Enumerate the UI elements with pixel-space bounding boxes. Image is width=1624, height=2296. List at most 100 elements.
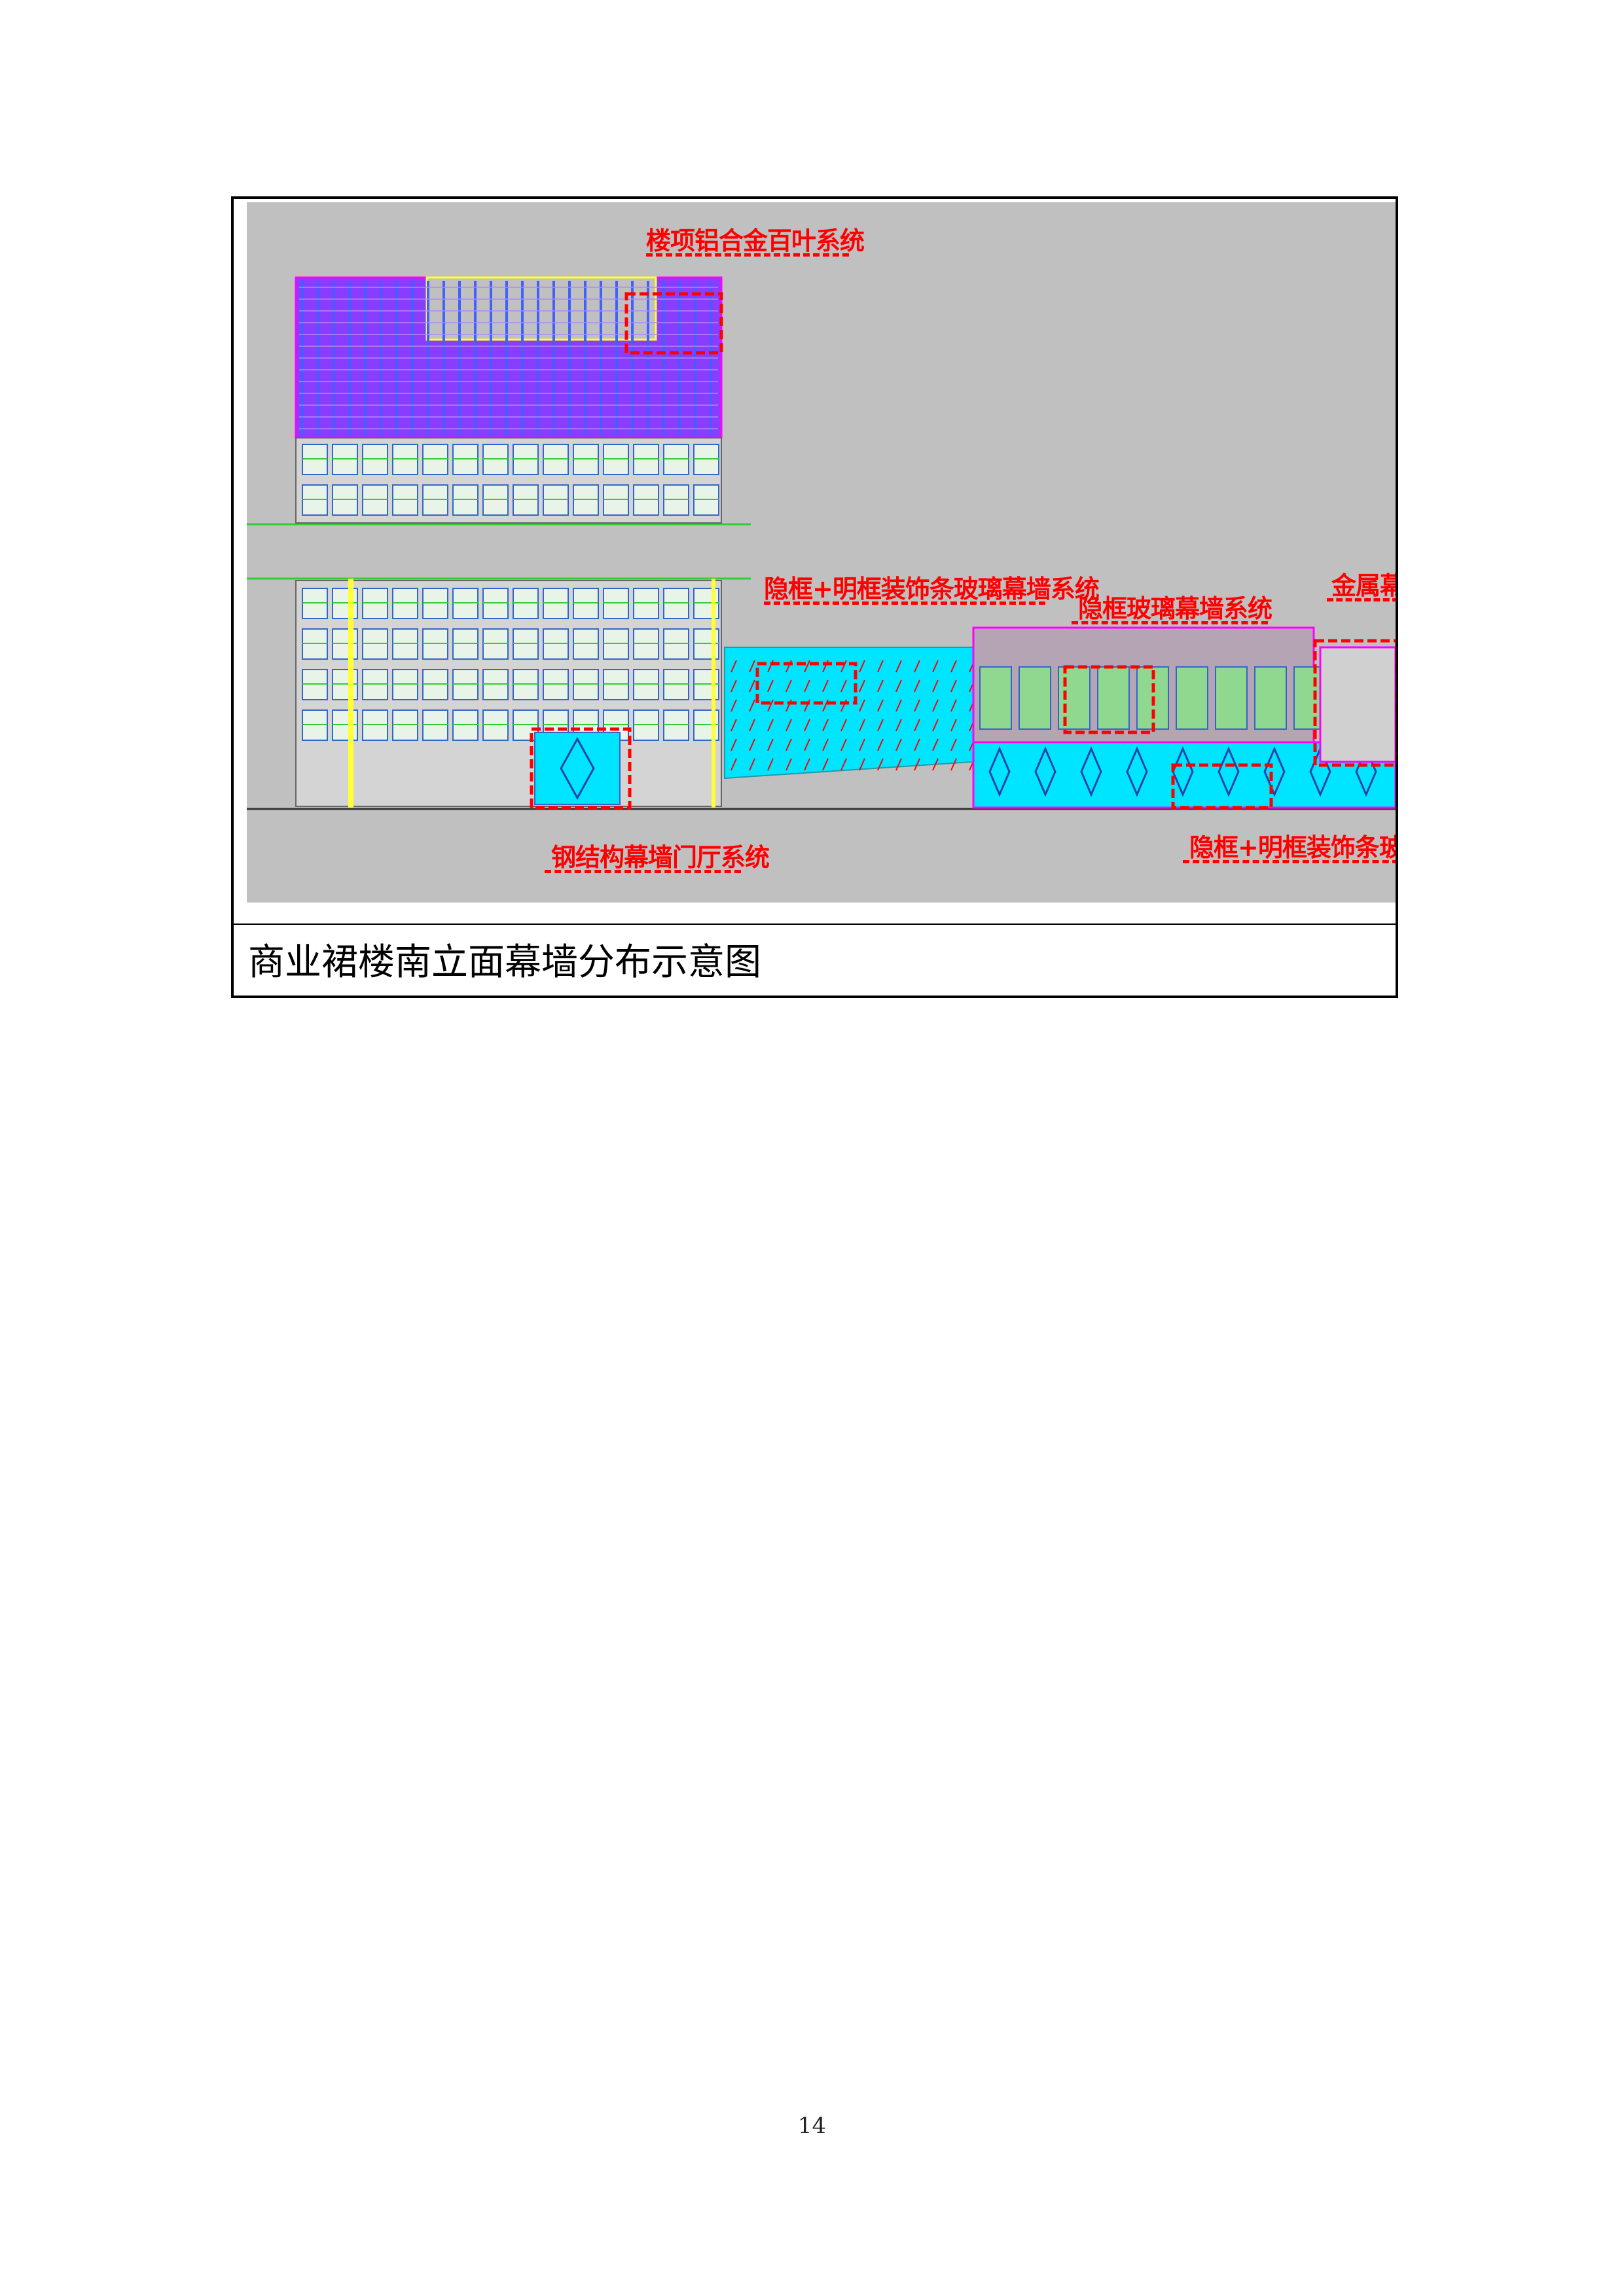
callout-steel-lobby: 钢结构幕墙门厅系统 xyxy=(551,843,770,872)
figure-table: 楼项铝合金百叶系统 隐框+明框装饰条玻璃幕墙系统 隐框玻璃幕墙系统 金属幕 钢结… xyxy=(231,196,1398,998)
glass-hatch xyxy=(731,758,737,771)
glass-hatch xyxy=(731,660,737,673)
glass-hatch xyxy=(767,738,774,751)
callout-roof-louver: 楼项铝合金百叶系统 xyxy=(646,226,865,255)
glass-hatch xyxy=(822,738,829,751)
glass-hatch xyxy=(731,679,737,692)
figure-cell: 楼项铝合金百叶系统 隐框+明框装饰条玻璃幕墙系统 隐框玻璃幕墙系统 金属幕 钢结… xyxy=(234,199,1396,925)
glass-hatch xyxy=(840,738,847,751)
glass-hatch xyxy=(840,758,847,771)
glass-hatch xyxy=(785,679,792,692)
glass-hatch xyxy=(895,719,902,732)
glass-hatch xyxy=(950,679,957,692)
glass-hatch xyxy=(895,738,902,751)
glass-hatch xyxy=(840,660,847,673)
glass-hatch xyxy=(822,719,829,732)
glass-hatch xyxy=(877,719,884,732)
glass-hatch xyxy=(749,660,755,673)
callout-underline xyxy=(646,253,849,257)
callout-hidden-exposed-upper: 隐框+明框装饰条玻璃幕墙系统 xyxy=(764,575,1100,603)
highlight-hidden-exposed-upper xyxy=(755,662,857,705)
base-diamond xyxy=(1080,746,1102,797)
glass-hatch xyxy=(767,719,774,732)
highlight-roof-louver xyxy=(624,292,723,355)
glass-hatch xyxy=(859,719,865,732)
base-diamond xyxy=(1126,746,1148,797)
glass-hatch xyxy=(932,679,939,692)
glass-hatch xyxy=(804,719,810,732)
glass-hatch xyxy=(749,738,755,751)
glass-hatch xyxy=(840,719,847,732)
elevation-drawing: 楼项铝合金百叶系统 隐框+明框装饰条玻璃幕墙系统 隐框玻璃幕墙系统 金属幕 钢结… xyxy=(247,202,1396,903)
glass-hatch xyxy=(749,758,755,771)
base-diamond xyxy=(1218,746,1240,797)
glass-hatch xyxy=(767,758,774,771)
glass-hatch xyxy=(785,719,792,732)
glass-hatch xyxy=(749,719,755,732)
callout-underline xyxy=(1183,860,1396,863)
glass-hatch xyxy=(804,738,810,751)
page-number: 14 xyxy=(797,2113,827,2139)
glass-hatch xyxy=(859,758,865,771)
column-line xyxy=(712,579,715,808)
glass-hatch xyxy=(877,679,884,692)
metal-curtain-block xyxy=(1319,646,1396,763)
glass-hatch xyxy=(932,719,939,732)
glass-hatch xyxy=(877,758,884,771)
glass-hatch xyxy=(914,719,920,732)
glass-hatch xyxy=(895,660,902,673)
podium-glass-wall xyxy=(724,647,974,780)
right-window xyxy=(979,666,1012,730)
glass-hatch xyxy=(950,719,957,732)
glass-hatch xyxy=(877,738,884,751)
glass-hatch xyxy=(749,699,755,712)
base-diamond xyxy=(988,746,1011,797)
glass-hatch xyxy=(914,660,920,673)
glass-hatch xyxy=(731,738,737,751)
glass-hatch xyxy=(731,699,737,712)
glass-hatch xyxy=(822,679,829,692)
lobby-glass xyxy=(534,732,621,805)
glass-hatch xyxy=(914,738,920,751)
highlight-hidden-frame xyxy=(1063,665,1155,734)
column-line xyxy=(348,579,353,808)
glass-hatch xyxy=(804,679,810,692)
glass-hatch xyxy=(749,679,755,692)
callout-metal-curtain: 金属幕 xyxy=(1331,571,1396,600)
glass-hatch xyxy=(804,660,810,673)
glass-hatch xyxy=(804,758,810,771)
glass-hatch xyxy=(950,738,957,751)
glass-hatch xyxy=(859,679,865,692)
glass-hatch xyxy=(785,738,792,751)
right-window xyxy=(1176,666,1208,730)
glass-hatch xyxy=(895,699,902,712)
right-window xyxy=(1254,666,1287,730)
elevation-svg xyxy=(247,276,1396,810)
highlight-hidden-exposed-lower xyxy=(1171,763,1273,810)
glass-hatch xyxy=(914,758,920,771)
glass-hatch xyxy=(950,758,957,771)
glass-hatch xyxy=(877,699,884,712)
glass-hatch xyxy=(859,738,865,751)
glass-hatch xyxy=(785,758,792,771)
glass-hatch xyxy=(731,719,737,732)
glass-hatch xyxy=(822,758,829,771)
figure-caption: 商业裙楼南立面幕墙分布示意图 xyxy=(248,941,761,984)
lobby-diamond xyxy=(560,736,595,800)
caption-cell: 商业裙楼南立面幕墙分布示意图 xyxy=(234,925,1396,996)
glass-hatch xyxy=(914,679,920,692)
glass-hatch xyxy=(767,699,774,712)
highlight-steel-lobby xyxy=(530,727,632,810)
highlight-metal-curtain xyxy=(1313,639,1396,767)
glass-hatch xyxy=(895,758,902,771)
right-window xyxy=(1058,666,1091,730)
right-window xyxy=(1215,666,1248,730)
callout-hidden-frame: 隐框玻璃幕墙系统 xyxy=(1078,594,1272,623)
glass-hatch xyxy=(950,660,957,673)
glass-hatch xyxy=(840,679,847,692)
glass-hatch xyxy=(932,660,939,673)
right-window xyxy=(1097,666,1130,730)
glass-hatch xyxy=(895,679,902,692)
glass-hatch xyxy=(859,660,865,673)
